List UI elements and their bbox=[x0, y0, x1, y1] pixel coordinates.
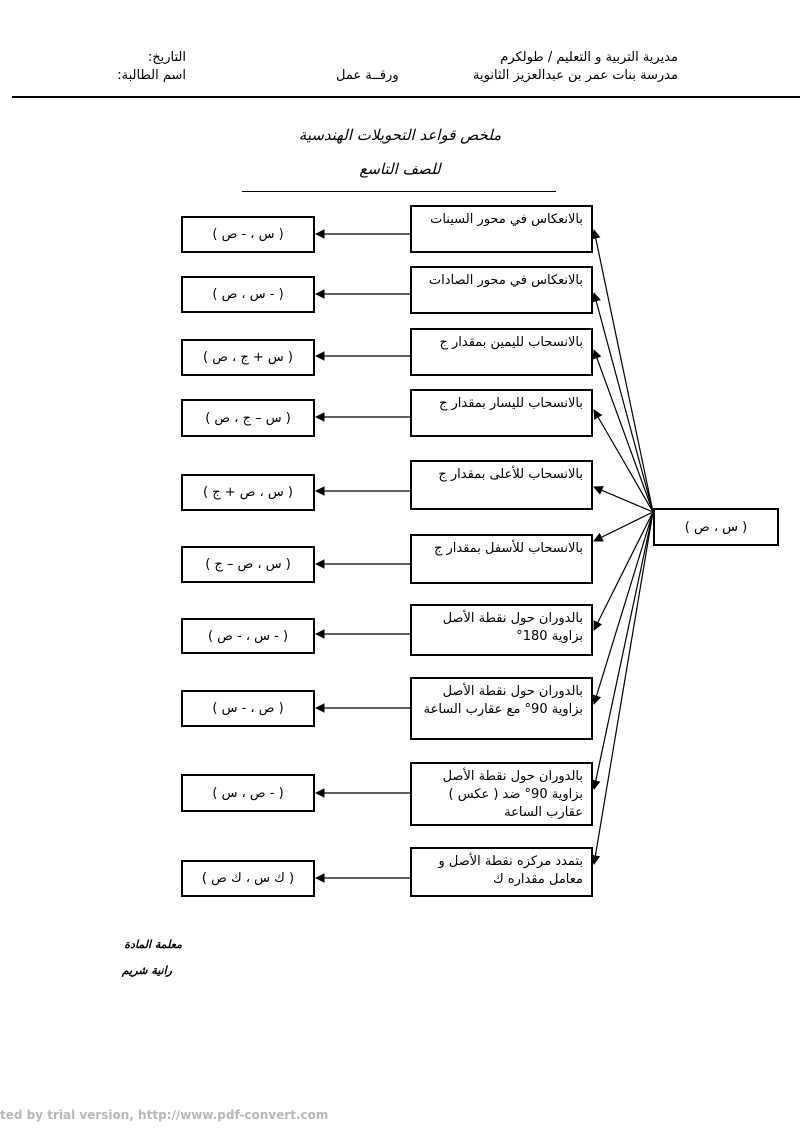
teacher-name: رانية شريم bbox=[121, 964, 172, 977]
rule-text: بالانسحاب للأعلى بمقدار ج bbox=[438, 467, 583, 482]
rule-box-rotate-90-cw: بالدوران حول نقطة الأصل بزاوية 90° مع عق… bbox=[410, 677, 593, 740]
rule-text: بالدوران حول نقطة الأصل بزاوية 180° bbox=[442, 611, 583, 644]
source-point-label: ( س ، ص ) bbox=[684, 519, 748, 535]
title-underline bbox=[242, 191, 556, 192]
rule-box-rotate-90-ccw: بالدوران حول نقطة الأصل بزاوية 90° ضد ( … bbox=[410, 762, 593, 826]
result-box-reflect-x: ( س ، - ص ) bbox=[181, 216, 315, 253]
arrow-source-to-dilation bbox=[590, 511, 654, 865]
arrow-source-to-translate-down bbox=[593, 511, 654, 542]
arrow-source-to-rotate-90-cw bbox=[591, 511, 654, 705]
school-label: مدرسة بنات عمر بن عبدالعزيز الثانوية bbox=[473, 68, 678, 83]
rule-text: بالدوران حول نقطة الأصل بزاوية 90° مع عق… bbox=[423, 684, 583, 717]
rule-text: بالانسحاب لليمين بمقدار ج bbox=[439, 335, 583, 350]
result-box-rotate-90-cw: ( ص ، - س ) bbox=[181, 690, 315, 727]
result-box-reflect-y: ( - س ، ص ) bbox=[181, 276, 315, 313]
arrow-source-to-rotate-180 bbox=[593, 511, 654, 631]
result-text: ( س ، ص – ج ) bbox=[205, 557, 291, 572]
result-box-translate-left: ( س – ج ، ص ) bbox=[181, 399, 315, 437]
watermark-text: ted by trial version, http://www.pdf-con… bbox=[0, 1108, 329, 1122]
result-text: ( - س ، - ص ) bbox=[207, 628, 289, 644]
result-box-translate-up: ( س ، ص + ج ) bbox=[181, 474, 315, 511]
result-text: ( س + ج ، ص ) bbox=[203, 350, 294, 365]
result-box-dilation: ( ك س ، ك ص ) bbox=[181, 860, 315, 897]
result-text: ( ص ، - س ) bbox=[212, 701, 284, 716]
student-name-label: اسم الطالبة: bbox=[117, 68, 186, 83]
rule-box-reflect-x: بالانعكاس في محور السينات bbox=[410, 205, 593, 253]
rule-box-translate-down: بالانسحاب للأسفل بمقدار ج bbox=[410, 534, 593, 584]
result-box-translate-right: ( س + ج ، ص ) bbox=[181, 339, 315, 376]
result-text: ( س ، ص + ج ) bbox=[203, 485, 294, 500]
arrow-source-to-translate-right bbox=[592, 349, 654, 513]
header-divider bbox=[12, 96, 800, 98]
arrow-source-to-reflect-y bbox=[591, 292, 654, 513]
rule-box-rotate-180: بالدوران حول نقطة الأصل بزاوية 180° bbox=[410, 604, 593, 656]
rule-box-reflect-y: بالانعكاس في محور الصادات bbox=[410, 266, 593, 314]
rule-text: بالانسحاب لليسار بمقدار ج bbox=[438, 396, 583, 411]
grade-subtitle: للصف التاسع bbox=[359, 160, 441, 178]
rule-text: بالانسحاب للأسفل بمقدار ج bbox=[433, 541, 583, 556]
page-title: ملخص قواعد التحويلات الهندسية bbox=[298, 126, 502, 144]
result-text: ( ك س ، ك ص ) bbox=[201, 871, 295, 886]
rule-box-translate-right: بالانسحاب لليمين بمقدار ج bbox=[410, 328, 593, 376]
rule-text: بالانعكاس في محور الصادات bbox=[428, 273, 583, 288]
rule-box-translate-up: بالانسحاب للأعلى بمقدار ج bbox=[410, 460, 593, 510]
rule-box-translate-left: بالانسحاب لليسار بمقدار ج bbox=[410, 389, 593, 437]
source-point-box: ( س ، ص ) bbox=[653, 508, 779, 546]
directorate-label: مديرية التربية و التعليم / طولكرم bbox=[500, 50, 678, 65]
rule-box-dilation: بتمدد مركزه نقطة الأصل و معامل مقداره ك bbox=[410, 847, 593, 897]
rule-text: بالدوران حول نقطة الأصل بزاوية 90° ضد ( … bbox=[442, 769, 583, 820]
teacher-label: معلمة المادة bbox=[124, 938, 182, 951]
arrow-source-to-reflect-x bbox=[591, 229, 654, 513]
result-box-translate-down: ( س ، ص – ج ) bbox=[181, 546, 315, 583]
worksheet-label: ورقــة عمل bbox=[336, 68, 399, 83]
result-text: ( س ، - ص ) bbox=[212, 227, 284, 242]
result-text: ( س – ج ، ص ) bbox=[205, 410, 291, 426]
result-text: ( - س ، ص ) bbox=[212, 287, 284, 302]
rule-text: بتمدد مركزه نقطة الأصل و معامل مقداره ك bbox=[438, 854, 583, 887]
arrow-source-to-translate-up bbox=[593, 485, 654, 513]
result-box-rotate-180: ( - س ، - ص ) bbox=[181, 618, 315, 654]
arrow-source-to-rotate-90-ccw bbox=[591, 511, 654, 790]
arrow-source-to-translate-left bbox=[593, 409, 654, 513]
rule-text: بالانعكاس في محور السينات bbox=[430, 212, 583, 227]
result-text: ( - ص ، س ) bbox=[212, 785, 284, 801]
result-box-rotate-90-ccw: ( - ص ، س ) bbox=[181, 774, 315, 812]
date-label: التاريخ: bbox=[147, 50, 186, 65]
